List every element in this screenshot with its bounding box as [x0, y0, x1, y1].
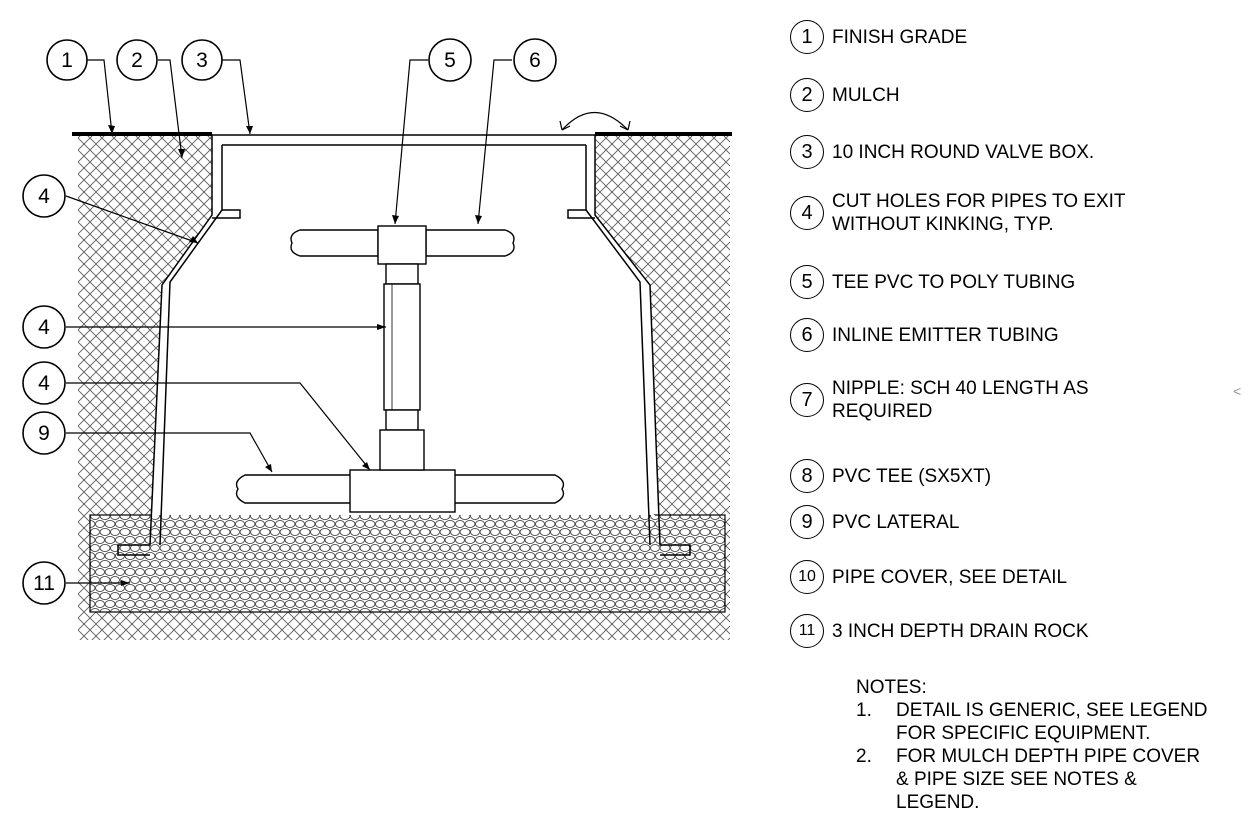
notes-block: NOTES: 1. DETAIL IS GENERIC, SEE LEGEND … — [856, 676, 1207, 814]
valve-box-outer-wall — [212, 134, 691, 556]
callout-bubble-4c: 4 — [22, 361, 66, 405]
legend-bubble: 7 — [790, 383, 824, 417]
legend-bubble: 5 — [790, 265, 824, 299]
box-floor-gravel — [150, 515, 655, 545]
leader-lines — [65, 59, 512, 584]
svg-text:11: 11 — [33, 572, 55, 595]
tee-coupling-bottom — [385, 409, 419, 431]
callout-bubble-4b: 4 — [22, 305, 66, 349]
callout-bubble-5: 5 — [428, 38, 472, 82]
note-item-1: 1. DETAIL IS GENERIC, SEE LEGEND FOR SPE… — [856, 699, 1207, 745]
note-item-2: 2. FOR MULCH DEPTH PIPE COVER & PIPE SIZ… — [856, 745, 1207, 814]
leader-arrowheads — [108, 125, 482, 586]
legend-bubble: 2 — [790, 78, 824, 112]
legend-item-8: 8 PVC TEE (SX5XT) — [790, 459, 991, 493]
legend-text: MULCH — [832, 85, 900, 106]
svg-text:1: 1 — [61, 49, 73, 72]
legend-text: PVC TEE (SX5XT) — [832, 466, 992, 487]
callout-bubble-1: 1 — [46, 39, 88, 81]
legend-item-9: 9 PVC LATERAL — [790, 505, 959, 539]
tee-coupling-top — [385, 263, 419, 285]
svg-text:9: 9 — [38, 422, 50, 445]
legend-item-7: 7 NIPPLE: SCH 40 LENGTH AS REQUIRED — [790, 378, 1089, 423]
legend-text: FINISH GRADE — [832, 27, 968, 48]
legend-bubble: 9 — [790, 505, 824, 539]
valve-box-detail-drawing: 1 2 3 5 6 4 4 4 9 11 — [22, 38, 732, 640]
svg-text:4: 4 — [38, 372, 50, 395]
legend-text: 3 INCH DEPTH DRAIN ROCK — [832, 621, 1089, 642]
callout-bubble-2: 2 — [116, 39, 158, 81]
valve-box-inner-wall — [585, 145, 651, 546]
legend-text: INLINE EMITTER TUBING — [832, 325, 1059, 346]
callout-bubble-4a: 4 — [22, 174, 66, 218]
legend-text: TEE PVC TO POLY TUBING — [832, 272, 1076, 293]
legend-item-2: 2 MULCH — [790, 78, 900, 112]
lid-rotation-arc — [561, 111, 629, 131]
svg-text:2: 2 — [131, 49, 143, 72]
legend-bubble: 6 — [790, 318, 824, 352]
legend-bubble: 3 — [790, 135, 824, 169]
legend-item-3: 3 10 INCH ROUND VALVE BOX. — [790, 135, 1094, 169]
legend-text: CUT HOLES FOR PIPES TO EXIT WITHOUT KINK… — [832, 191, 1126, 235]
note-number: 2. — [856, 746, 872, 767]
notes-heading: NOTES: — [856, 677, 927, 698]
nipple-pipe — [383, 283, 421, 411]
callout-bubble-6: 6 — [513, 38, 557, 82]
pvc-tee-fitting — [349, 469, 456, 513]
legend-item-4: 4 CUT HOLES FOR PIPES TO EXIT WITHOUT KI… — [790, 191, 1126, 236]
legend-bubble: 4 — [790, 196, 824, 230]
callout-bubble-9: 9 — [22, 411, 66, 455]
legend-item-11: 11 3 INCH DEPTH DRAIN ROCK — [790, 614, 1089, 648]
legend-item-6: 6 INLINE EMITTER TUBING — [790, 318, 1059, 352]
poly-tubing-right — [425, 229, 515, 257]
note-text: FOR MULCH DEPTH PIPE COVER & PIPE SIZE S… — [896, 746, 1201, 813]
callout-bubble-11: 11 — [22, 561, 66, 605]
legend-item-1: 1 FINISH GRADE — [790, 20, 967, 54]
valve-box-outer-wall-left — [117, 135, 213, 556]
legend-item-10: 10 PIPE COVER, SEE DETAIL — [790, 560, 1067, 594]
legend-bubble: 11 — [790, 614, 824, 648]
legend-text: PVC LATERAL — [832, 512, 960, 533]
stray-mark: < — [1233, 383, 1242, 399]
note-number: 1. — [856, 700, 872, 721]
top-tee-fitting — [377, 225, 427, 265]
legend-bubble: 10 — [790, 560, 824, 594]
callout-bubble-3: 3 — [181, 39, 223, 81]
svg-text:3: 3 — [196, 49, 208, 72]
legend-item-5: 5 TEE PVC TO POLY TUBING — [790, 265, 1075, 299]
legend-text: 10 INCH ROUND VALVE BOX. — [832, 142, 1095, 163]
poly-tubing-left — [290, 229, 379, 257]
pvc-tee-branch — [379, 429, 425, 471]
svg-text:4: 4 — [38, 185, 50, 208]
soil-hatch — [78, 135, 730, 640]
valve-box-inner-wall-left — [159, 144, 586, 546]
legend-bubble: 8 — [790, 459, 824, 493]
svg-text:4: 4 — [38, 316, 50, 339]
note-text: DETAIL IS GENERIC, SEE LEGEND FOR SPECIF… — [896, 700, 1208, 744]
legend-bubble: 1 — [790, 20, 824, 54]
lid-lip-left — [212, 209, 241, 219]
svg-text:5: 5 — [444, 49, 456, 72]
lid-lip-right — [567, 209, 595, 219]
svg-text:6: 6 — [529, 49, 541, 72]
legend-text: PIPE COVER, SEE DETAIL — [832, 567, 1068, 588]
legend-text: NIPPLE: SCH 40 LENGTH AS REQUIRED — [832, 378, 1089, 422]
